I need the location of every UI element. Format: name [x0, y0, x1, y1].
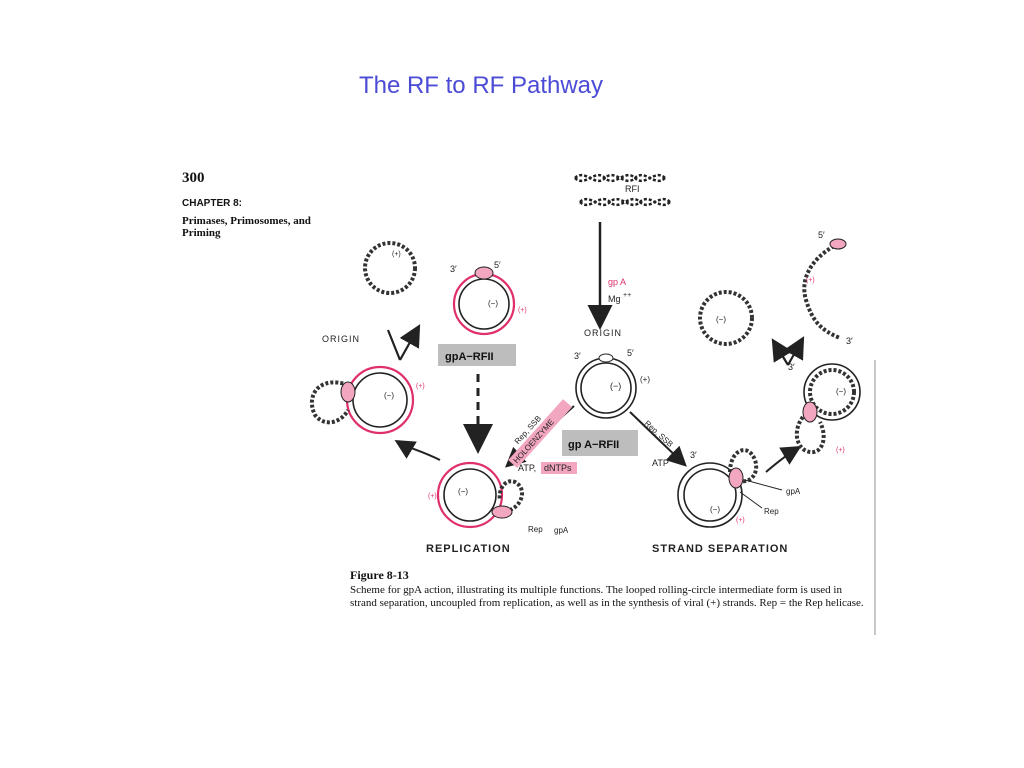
page-number: 300 [182, 170, 205, 186]
linear-plus-strand [802, 244, 841, 340]
replication-ss-loop [494, 479, 525, 515]
fork-arrow-stem [386, 329, 402, 361]
rfi-label: RFI [625, 184, 640, 194]
tl-3prime-label: 3′ [450, 264, 457, 274]
replication-plus-label: (+) [428, 493, 437, 500]
ss-gpa-label: gpA [786, 487, 801, 496]
right-plus-label: (+) [836, 447, 845, 454]
right-ss-loop [794, 408, 826, 455]
caption-text: Scheme for gpA action, illustrating its … [350, 584, 864, 609]
to-strand-separation-arrow [629, 411, 687, 467]
rfii-plus-strand [452, 272, 516, 336]
replication-gpa-label: gpA [554, 526, 569, 535]
rfi-supercoiled-dna [574, 173, 671, 207]
replication-to-left-arrow [394, 439, 441, 461]
gpa-label: gp A [608, 277, 626, 287]
rfii-minus-strand [458, 278, 510, 330]
mg-superscript: ++ [623, 292, 631, 299]
slide-title: The RF to RF Pathway [358, 72, 604, 99]
replication-rep-label: Rep [528, 525, 543, 534]
gpa-rfii-left-label: gpA−RFII [445, 351, 494, 363]
replication-minus-label: (−) [458, 487, 468, 496]
plus-circle-product [363, 241, 417, 295]
ss-minus-label: (−) [710, 505, 720, 514]
ss-rep-pointer [739, 491, 763, 509]
fork-arrow-up-left [399, 324, 421, 361]
origin-left-label: ORIGIN [322, 334, 360, 344]
left-minus-strand [352, 372, 408, 428]
chapter-title: Primases, Primosomes, and Priming [182, 215, 311, 239]
ss-rep-label: Rep [764, 507, 779, 516]
right-fork-arrow-right [783, 336, 805, 366]
replication-enzymes-group: Rep, SSB HOLOENZYME [508, 399, 573, 469]
figure-8-13: 300 CHAPTER 8: Primases, Primosomes, and… [170, 160, 880, 640]
center-3prime-label: 3′ [574, 351, 581, 361]
ss-ss-loop [728, 448, 759, 484]
center-minus-label: (−) [610, 381, 621, 391]
ss-outer-strand [677, 462, 743, 528]
atp-right-label: ATP [652, 458, 669, 468]
linear-3prime-label: 3′ [846, 336, 853, 346]
mg-label: Mg [608, 294, 621, 304]
center-5prime-label: 5′ [627, 348, 634, 358]
tl-plus-label: (+) [518, 307, 527, 314]
minus-circle-product [698, 290, 754, 346]
rep-ssb-right-group: Rep, SSB [643, 419, 675, 449]
linear-5prime-label: 5′ [818, 230, 825, 240]
top-left-plus-label: (+) [392, 251, 401, 258]
ss-gpa-pointer [744, 479, 783, 491]
dntps-highlight [541, 462, 577, 474]
tl-minus-label: (−) [488, 299, 498, 308]
atp-left-label: ATP, [518, 463, 536, 473]
right-outer-strand [803, 363, 861, 421]
gpa-rfii-center-box [562, 430, 638, 456]
right-fork-arrow-left [771, 338, 793, 366]
page-edge-divider [874, 360, 876, 635]
holoenzyme-highlight [508, 399, 573, 469]
left-minus-label: (−) [384, 391, 394, 400]
tr-minus-label: (−) [716, 315, 726, 324]
chapter-label: CHAPTER 8: [182, 198, 243, 209]
left-plus-label: (+) [416, 383, 425, 390]
replication-minus-strand [443, 468, 497, 522]
ss-gpa-protein [728, 467, 744, 489]
tl-gpa-protein [474, 266, 494, 280]
dntps-label: dNTPs [544, 463, 572, 473]
ss-to-right-arrow [765, 445, 802, 473]
replication-gpa-protein [491, 505, 513, 519]
gpa-rfii-left-box [438, 344, 516, 366]
replication-plus-strand [436, 461, 504, 529]
right-gpa-protein [802, 401, 818, 423]
right-beaded-strand [808, 368, 856, 416]
ss-3prime-label: 3′ [690, 450, 697, 460]
linear-plus-label: (+) [806, 277, 815, 284]
right-3prime-label: 3′ [788, 362, 795, 372]
ss-inner-strand [683, 468, 737, 522]
left-ss-loop [309, 380, 350, 425]
gpa-rfii-center-label: gp A−RFII [568, 439, 619, 451]
tl-5prime-label: 5′ [494, 260, 501, 270]
replication-label: REPLICATION [426, 543, 511, 555]
right-minus-label: (−) [836, 387, 846, 396]
center-nick [598, 353, 614, 363]
center-plus-label: (+) [640, 375, 650, 384]
strand-separation-label: STRAND SEPARATION [652, 543, 788, 555]
rep-ssb-right-label: Rep, SSB [643, 419, 675, 449]
origin-top-label: ORIGIN [584, 328, 622, 338]
center-rf-circle-inner [580, 362, 632, 414]
linear-gpa-protein [829, 238, 847, 250]
left-gpa-protein [340, 381, 356, 403]
center-rf-circle-outer [575, 357, 637, 419]
caption-title: Figure 8-13 [350, 568, 409, 582]
gpa-pathway-diagram: RFI gp A Mg ++ ORIGIN 3′ 5′ (−) (+) gp A… [309, 173, 861, 555]
left-plus-strand [345, 365, 415, 435]
ss-plus-label: (+) [736, 517, 745, 524]
